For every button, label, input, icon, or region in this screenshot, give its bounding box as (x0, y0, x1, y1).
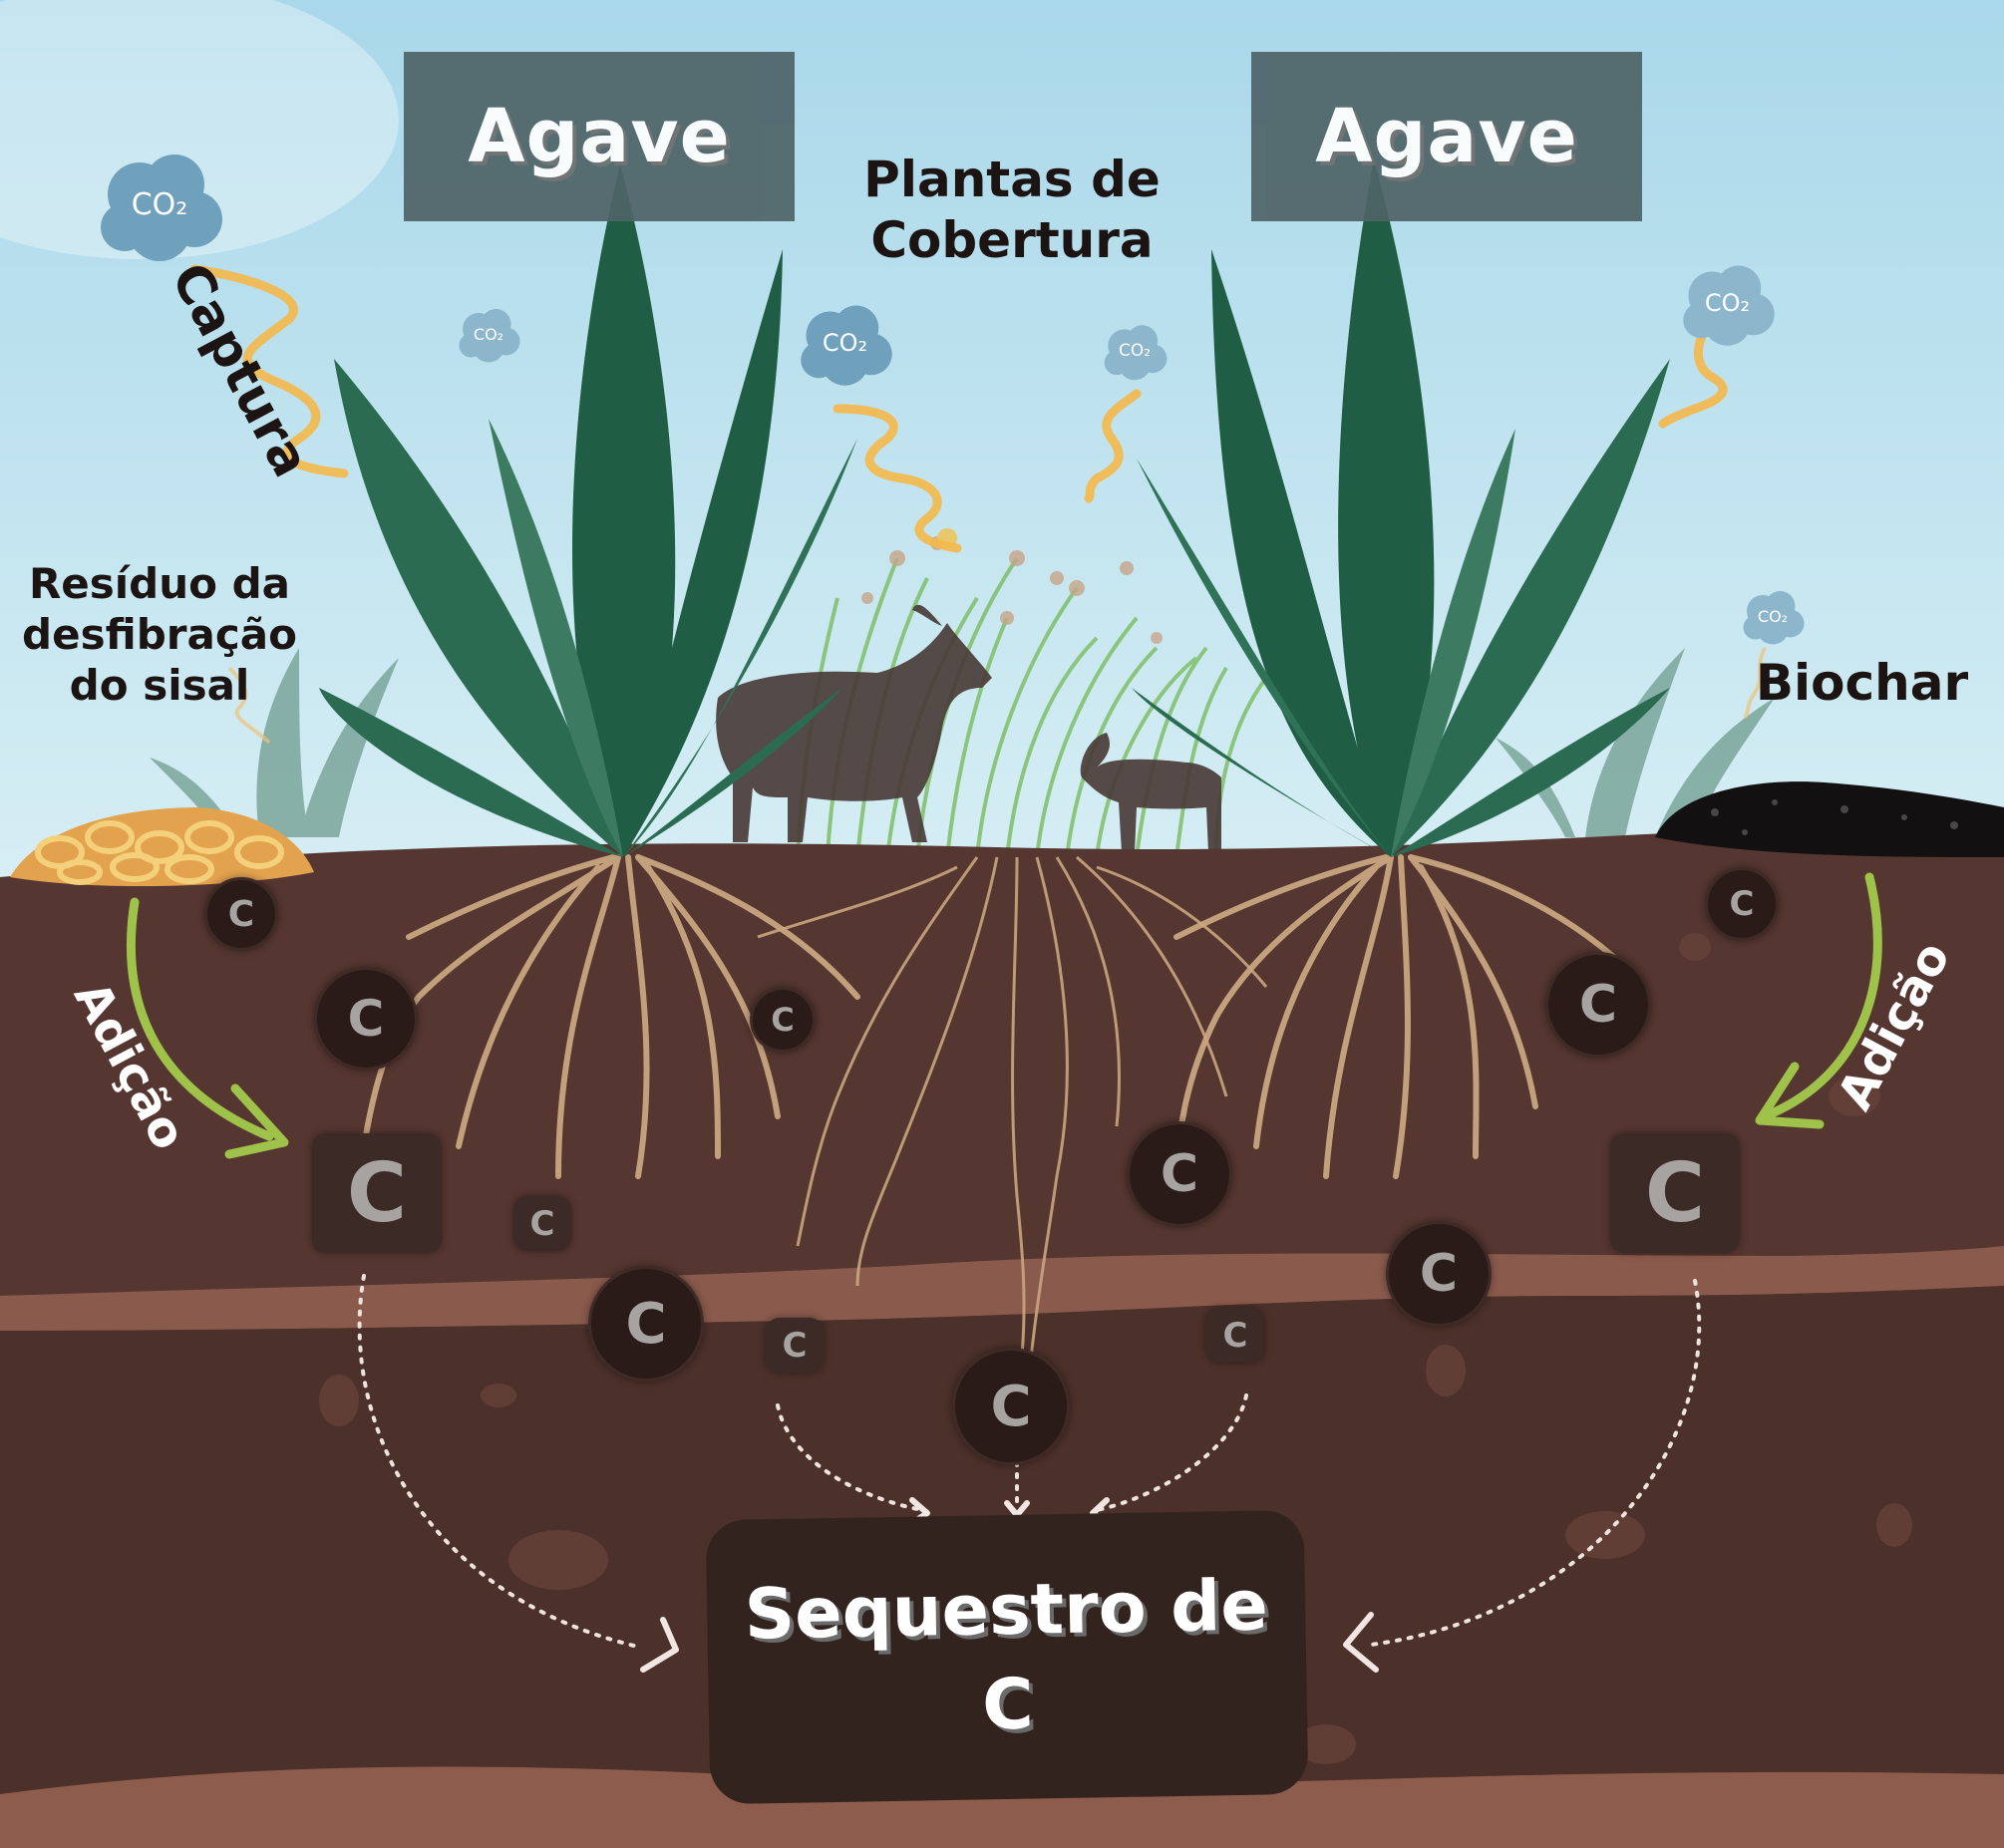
co2-cloud-6: CO₂ (1738, 583, 1808, 649)
co2-label: CO₂ (1704, 289, 1751, 317)
carbon-circle: C (1545, 952, 1651, 1058)
carbon-circle: C (314, 967, 418, 1071)
goat-large (716, 604, 992, 842)
carbon-square: C (1610, 1133, 1740, 1253)
sequestro-label: Sequestro de C (743, 1564, 1269, 1745)
carbon-square: C (1206, 1308, 1264, 1363)
cover-plants-label: Plantas de Cobertura (863, 151, 1161, 269)
agave-right-title-box: Agave (1251, 52, 1642, 221)
sky-background (0, 0, 2004, 877)
adicao-left-arrowhead (224, 1083, 289, 1159)
flow-dotted-arrows (357, 1274, 1702, 1649)
biochar-pile (1655, 781, 2004, 857)
carbon-circle: C (952, 1348, 1070, 1465)
cloud-icon (459, 309, 520, 363)
co2-cloud-5: CO₂ (1675, 254, 1780, 352)
cloud-icon (801, 305, 892, 386)
biochar-label: Biochar (1755, 654, 1969, 712)
cloud-blur (0, 0, 399, 259)
soil-bottom-layer (0, 1766, 2004, 1848)
co2-label: CO₂ (131, 186, 188, 222)
carbon-square: C (312, 1133, 442, 1253)
sequestro-box: Sequestro de C (705, 1509, 1309, 1805)
adicao-right-arrow (1760, 872, 1882, 1121)
carbon-circle: C (1127, 1121, 1232, 1227)
agave-left-roots (356, 854, 860, 1179)
agave-left-plant (319, 164, 857, 857)
co2-cloud-2: CO₂ (454, 301, 523, 367)
co2-cloud-3: CO₂ (793, 294, 897, 392)
carbon-circle: C (1386, 1221, 1492, 1327)
adicao-right-arrowhead (1755, 1062, 1825, 1129)
carbon-circle: C (204, 877, 278, 951)
carbon-square: C (766, 1318, 824, 1373)
carbon-square: C (513, 1196, 571, 1251)
soil-band-layer (0, 1246, 2004, 1331)
agave-right-plant (1132, 159, 1670, 857)
adicao-left-arrow (126, 897, 274, 1141)
capture-waves (189, 264, 1728, 553)
carbon-circle: C (750, 987, 816, 1053)
soil-pebbles (319, 933, 1912, 1764)
goat-small (1080, 733, 1221, 852)
co2-label: CO₂ (822, 329, 868, 357)
agave-left-label: Agave (468, 94, 731, 179)
carbon-circle: C (588, 1266, 704, 1382)
cloud-icon (1743, 591, 1805, 645)
cloud-icon (1683, 265, 1775, 346)
co2-label: CO₂ (1118, 341, 1152, 361)
agave-right-label: Agave (1315, 94, 1578, 179)
residue-label: Resíduo da desfibração do sisal (22, 559, 297, 711)
capture-waves-faint (227, 647, 1767, 745)
agave-left-title-box: Agave (404, 52, 795, 221)
cloud-icon (101, 154, 222, 261)
sisal-residue-pile (10, 807, 314, 887)
co2-cloud-1: CO₂ (90, 140, 229, 269)
co2-cloud-4: CO₂ (1099, 317, 1170, 385)
co2-label: CO₂ (473, 324, 504, 344)
cloud-icon (1104, 325, 1168, 381)
carbon-circle: C (1705, 867, 1779, 941)
co2-label: CO₂ (1757, 606, 1789, 626)
cover-plant-roots (757, 855, 1268, 1396)
